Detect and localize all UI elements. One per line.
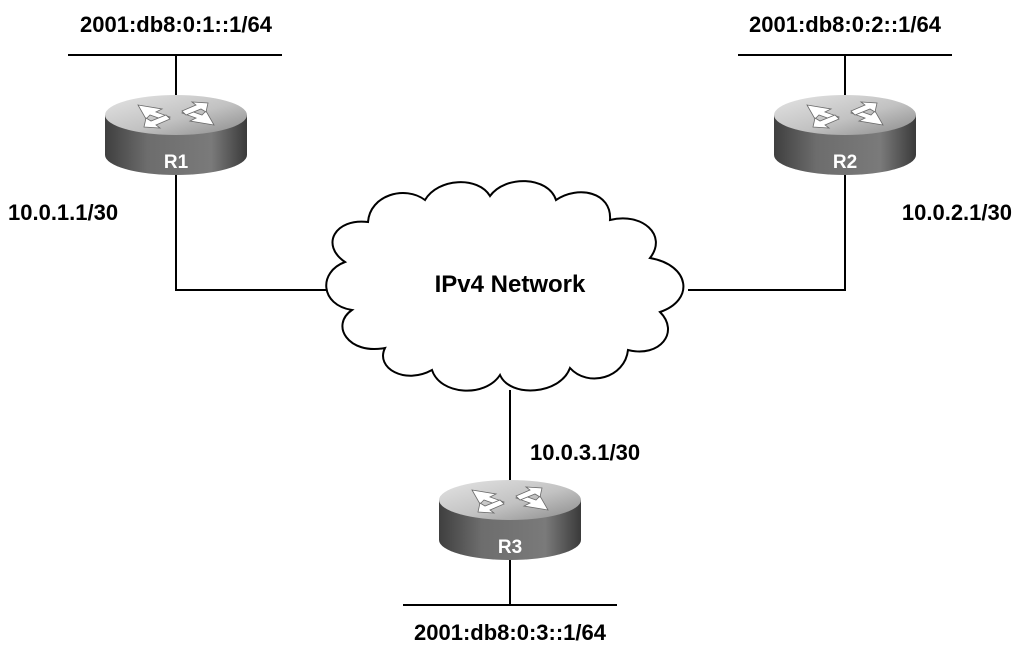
- router-r2[interactable]: R2: [773, 94, 917, 176]
- r1-wan-address: 10.0.1.1/30: [8, 200, 118, 225]
- router-r1[interactable]: R1: [104, 94, 248, 176]
- router-r3-name: R3: [498, 537, 522, 558]
- r3-wan-address: 10.0.3.1/30: [530, 440, 640, 465]
- router-r1-name: R1: [164, 152, 189, 173]
- network-label: IPv4 Network: [435, 271, 586, 298]
- router-r3[interactable]: R3: [438, 479, 582, 561]
- r2-wan-address: 10.0.2.1/30: [902, 200, 1012, 225]
- ipv4-network-cloud: [325, 180, 685, 392]
- r2-lan-address: 2001:db8:0:2::1/64: [749, 12, 942, 37]
- router-r2-name: R2: [833, 152, 857, 173]
- r3-lan-address: 2001:db8:0:3::1/64: [414, 620, 607, 645]
- wan-link-r1: [175, 175, 335, 291]
- r1-lan-address: 2001:db8:0:1::1/64: [80, 12, 273, 37]
- wan-link-r2: [688, 175, 846, 291]
